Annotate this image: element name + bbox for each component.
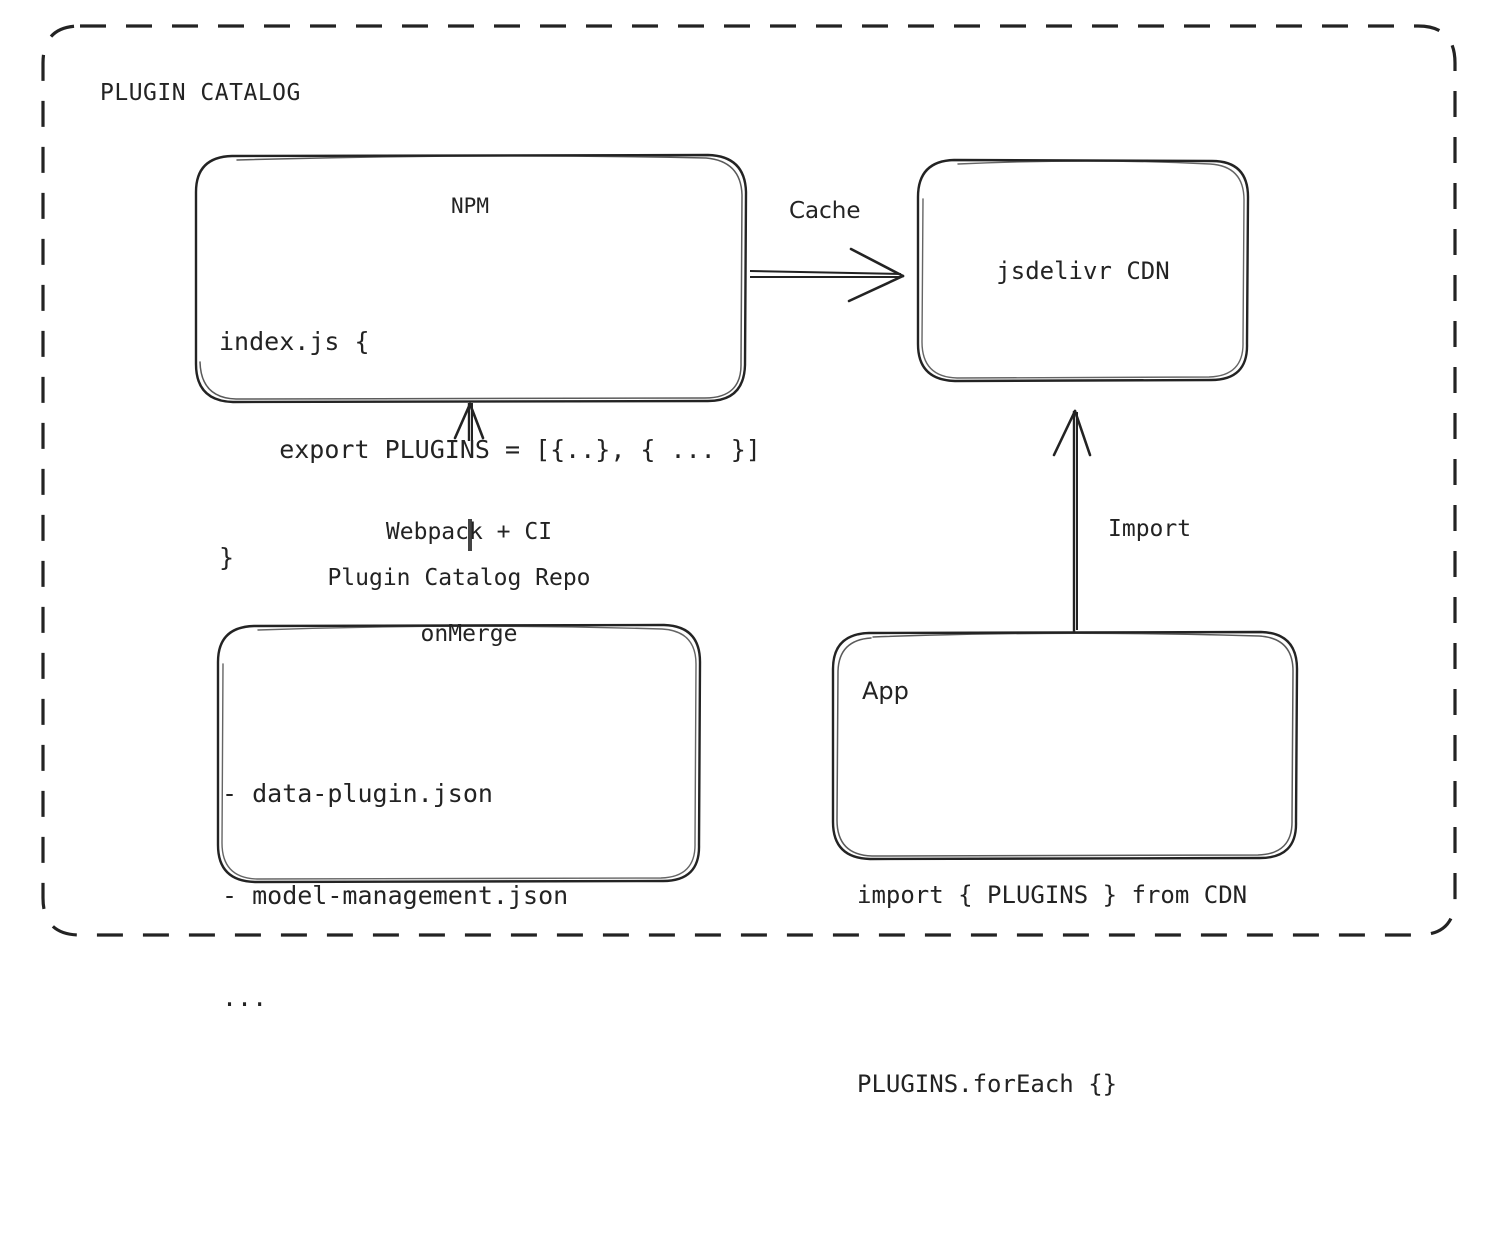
- cdn-node-title: jsdelivr CDN: [996, 257, 1170, 285]
- repo-node-caption: Plugin Catalog Repo: [327, 565, 591, 591]
- edge-label-import: Import: [1108, 516, 1192, 542]
- app-node-title: App: [862, 677, 909, 705]
- edge-label-line: Webpack + CI: [385, 519, 553, 545]
- npm-code-line: index.js {: [219, 327, 370, 356]
- edge-app-to-cdn-arrow: [1052, 409, 1092, 632]
- npm-code-line: }: [219, 543, 235, 572]
- app-code-line: PLUGINS.forEach {}: [857, 1070, 1118, 1098]
- repo-file-item: - data-plugin.json: [222, 779, 493, 808]
- app-code-block: import { PLUGINS } from CDN PLUGINS.forE…: [857, 738, 1247, 1242]
- diagram-canvas: PLUGIN CATALOG NPM index.js { export PLU…: [41, 24, 1457, 1098]
- repo-file-list: - data-plugin.json - model-management.js…: [222, 709, 568, 1083]
- repo-file-item: ...: [222, 983, 268, 1012]
- edge-label-line: onMerge: [420, 621, 518, 647]
- edge-npm-to-cdn-arrow: [749, 247, 905, 303]
- app-code-line: import { PLUGINS } from CDN: [857, 881, 1248, 909]
- npm-code-block: index.js { export PLUGINS = [{..}, { ...…: [219, 252, 761, 648]
- repo-file-item: - model-management.json: [222, 881, 569, 910]
- page-title: PLUGIN CATALOG: [100, 80, 301, 106]
- edge-label-cache: Cache: [789, 198, 861, 224]
- npm-node-title: NPM: [451, 194, 489, 218]
- edge-label-webpack-ci: Webpack + CI onMerge: [340, 447, 598, 719]
- npm-code-line: export PLUGINS = [{..}, { ... }]: [219, 435, 761, 464]
